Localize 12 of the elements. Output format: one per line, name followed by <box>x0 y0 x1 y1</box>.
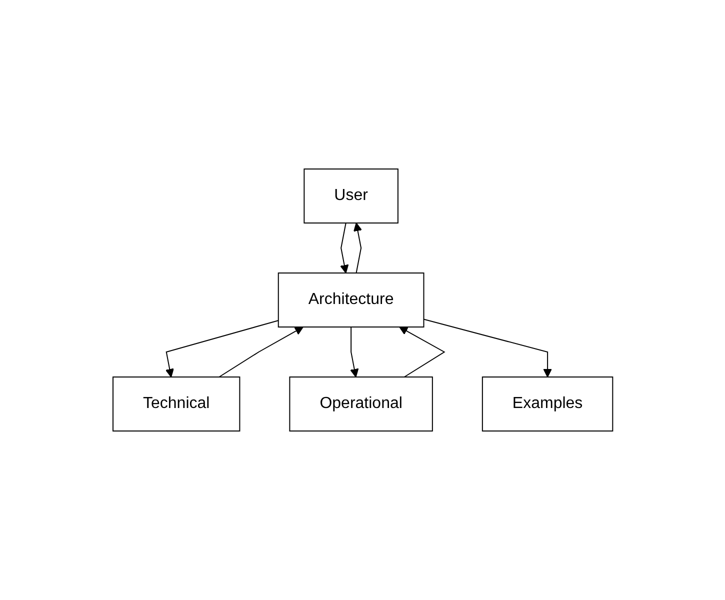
node-box: Examples <box>482 376 613 432</box>
arrow <box>422 318 552 378</box>
arrow <box>218 326 304 378</box>
arrow <box>340 222 348 274</box>
node-box: Technical <box>112 376 240 432</box>
node-box: Architecture <box>278 272 424 328</box>
arrow <box>353 222 362 274</box>
arrow <box>398 326 445 378</box>
arrow <box>164 320 279 378</box>
node-box: User <box>303 168 398 224</box>
node-box: Operational <box>288 376 433 432</box>
arrow <box>350 326 358 378</box>
